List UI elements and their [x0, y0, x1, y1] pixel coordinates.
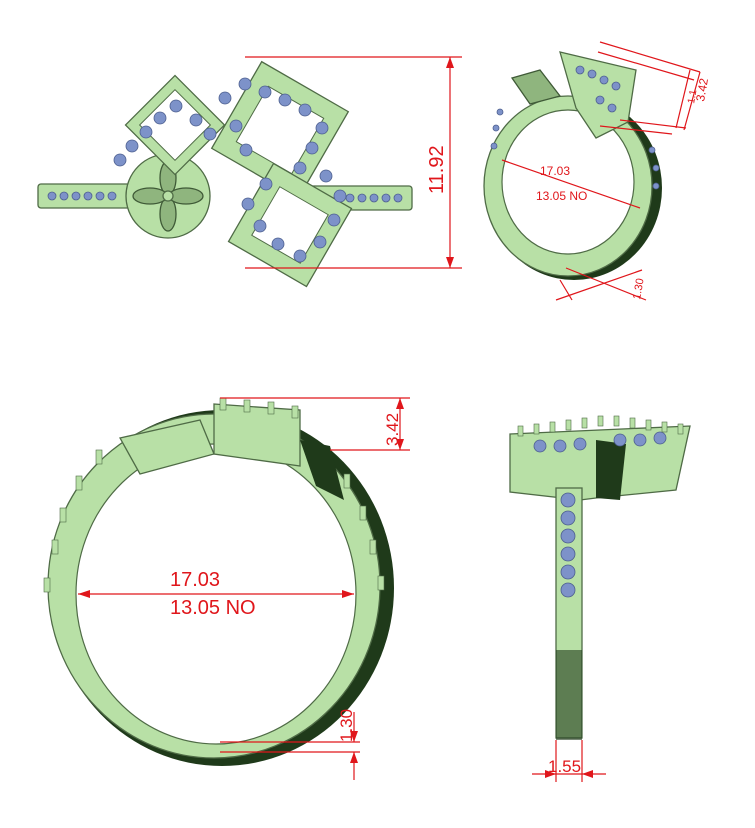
perspective-ring-inner	[501, 109, 635, 255]
front-top-height-label: 3.42	[383, 413, 402, 446]
front-top-shadow	[300, 440, 344, 500]
dimension-band-front: 1.30	[220, 709, 360, 780]
dimension-height-top-view: 11.92	[245, 56, 462, 269]
perspective-diameter-label: 17.03	[540, 164, 570, 178]
side-prongs	[517, 415, 684, 437]
perspective-top-label-a: 3.42	[693, 77, 711, 103]
front-band-height-label: 1.30	[337, 709, 356, 742]
front-prongs	[43, 397, 385, 593]
dimension-diameter-perspective: 17.03 13.05 NO	[501, 159, 641, 209]
side-stones	[533, 431, 667, 598]
perspective-size-label: 13.05 NO	[536, 189, 587, 203]
top-view-band-stones	[47, 191, 403, 203]
flower-icon	[132, 160, 204, 232]
perspective-stones	[490, 65, 660, 190]
dimension-top-height-front: 3.42	[220, 397, 410, 451]
top-view-frame-stones	[113, 77, 347, 263]
dimension-band-perspective: 1.30	[555, 267, 647, 301]
top-view-frame-lower	[227, 162, 353, 288]
top-view: 11.92	[37, 56, 462, 288]
perspective-top-label-b: 1.1	[686, 88, 699, 104]
dimension-width-side: 1.55	[532, 740, 606, 782]
perspective-band-label: 1.30	[631, 277, 647, 300]
dimension-diameter-front: 17.03 13.05 NO	[78, 569, 354, 619]
side-top-shadow	[596, 440, 626, 500]
front-diameter-label: 17.03	[170, 569, 220, 591]
height-label: 11.92	[426, 145, 448, 194]
front-size-label: 13.05 NO	[170, 597, 256, 619]
side-view: 1.55	[509, 415, 691, 782]
top-view-frame-left	[124, 74, 226, 176]
dimension-top-perspective: 3.42 1.1	[597, 41, 711, 135]
perspective-view: 3.42 1.1 17.03 13.05 NO 1.30	[483, 41, 711, 301]
perspective-flower-bezel	[510, 69, 562, 105]
side-width-label: 1.55	[548, 757, 581, 776]
front-view: 3.42 17.03 13.05 NO 1.30	[43, 397, 410, 780]
side-shank-shadow	[556, 650, 582, 740]
